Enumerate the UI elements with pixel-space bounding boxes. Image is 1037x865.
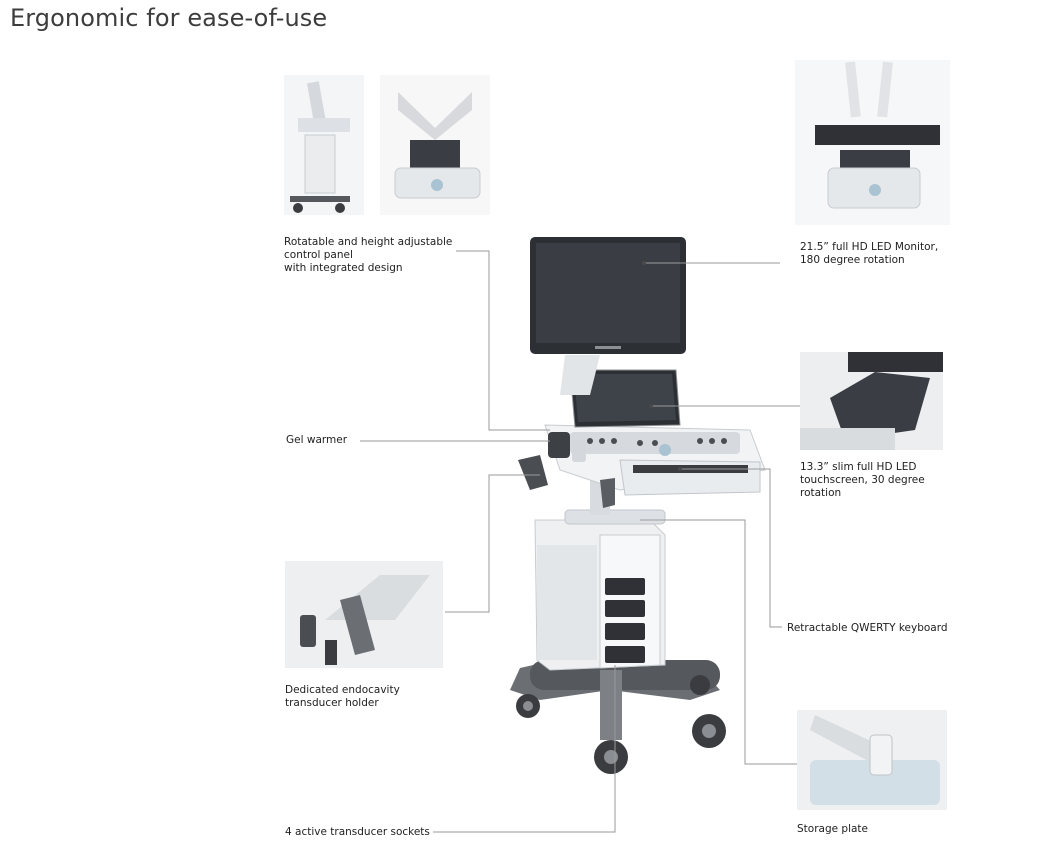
endocavity-holder-inset: [285, 561, 443, 668]
monitor-rotation-inset: [795, 60, 950, 225]
control-panel-label: Rotatable and height adjustable control …: [284, 236, 453, 274]
leader-endpoints: [642, 261, 682, 471]
rotation-view-inset: [380, 75, 490, 215]
transducer-sockets-label: 4 active transducer sockets: [285, 826, 430, 838]
touchscreen-inset: [800, 352, 943, 450]
leader-lines: [360, 250, 800, 833]
ultrasound-system-illustration: [510, 237, 766, 774]
page-title: Ergonomic for ease-of-use: [10, 4, 328, 32]
storage-plate-label: Storage plate: [797, 823, 869, 835]
side-view-inset: [284, 75, 364, 215]
gel-warmer-label: Gel warmer: [286, 434, 348, 446]
keyboard-label: Retractable QWERTY keyboard: [787, 622, 948, 634]
endocavity-holder-label: Dedicated endocavity transducer holder: [285, 684, 400, 709]
monitor-label: 21.5” full HD LED Monitor, 180 degree ro…: [800, 241, 939, 266]
touchscreen-label: 13.3” slim full HD LED touchscreen, 30 d…: [800, 461, 925, 499]
storage-plate-inset: [797, 710, 947, 810]
